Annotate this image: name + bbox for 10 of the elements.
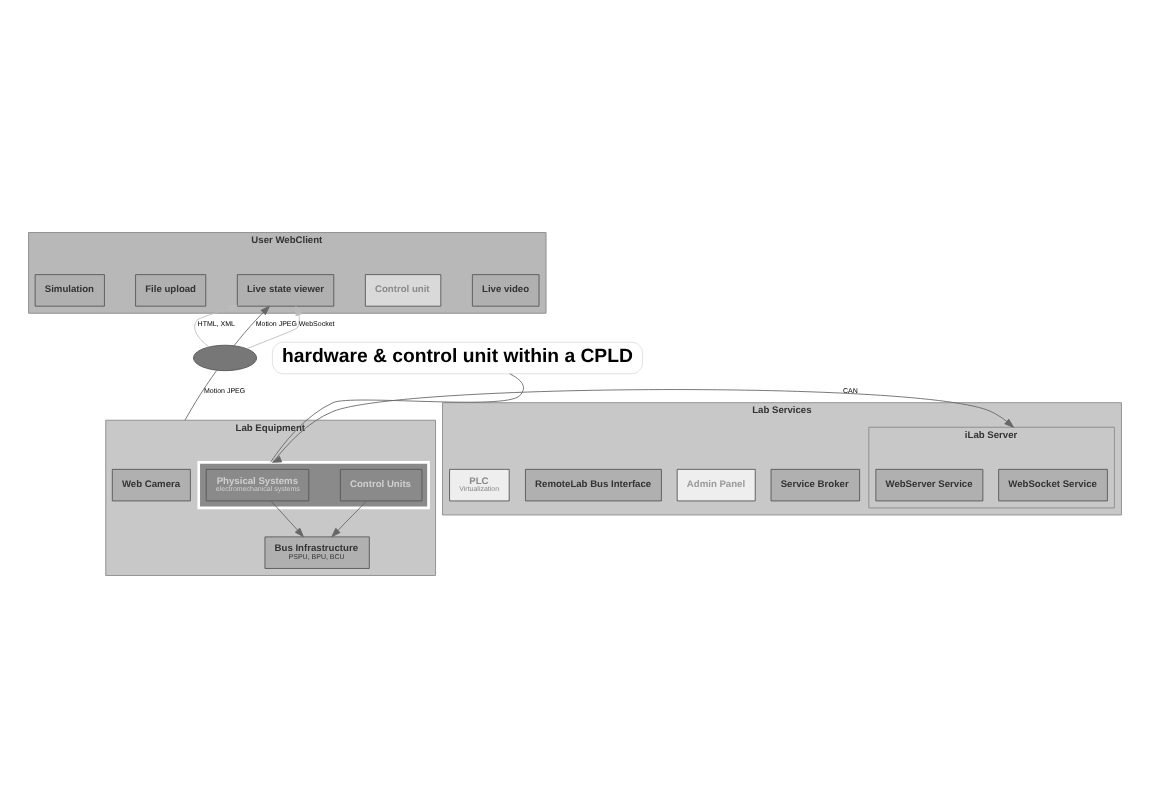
node-cloud (193, 344, 258, 372)
arrow (270, 500, 304, 538)
cluster (197, 461, 430, 510)
arrow (233, 305, 270, 346)
arrow (271, 389, 1014, 463)
arrow (331, 500, 368, 538)
connector (270, 373, 524, 463)
connector (184, 370, 218, 421)
node-box: hardware & control unit within a CPLD (271, 341, 643, 375)
arrow (246, 306, 303, 350)
